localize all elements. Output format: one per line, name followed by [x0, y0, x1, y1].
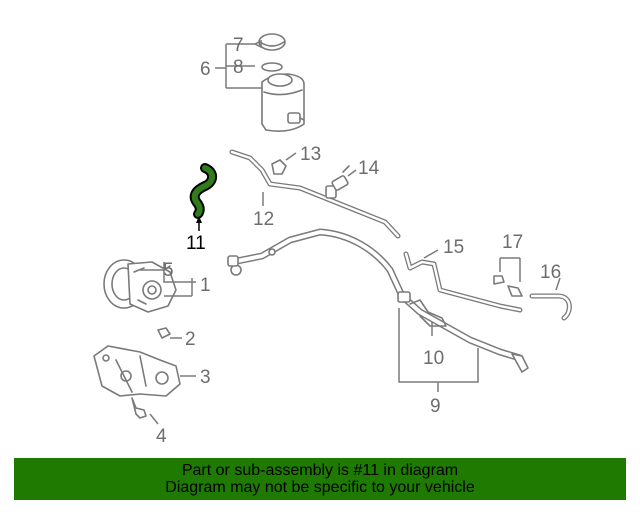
- callout-10[interactable]: 10: [423, 348, 444, 369]
- callout-14[interactable]: 14: [358, 158, 380, 179]
- callout-8[interactable]: 8: [233, 57, 244, 78]
- callout-13[interactable]: 13: [300, 144, 321, 165]
- banner-line-1: Part or sub-assembly is #11 in diagram: [181, 462, 459, 479]
- callout-6-group: 6 7 8: [200, 35, 262, 89]
- callout-6[interactable]: 6: [200, 59, 211, 80]
- pump-part-1: [103, 259, 177, 313]
- clip-part-13: [271, 159, 287, 175]
- hose-part-11[interactable]: [189, 163, 218, 219]
- fitting-part-14: [331, 165, 350, 191]
- clamp-part-17: [493, 275, 523, 297]
- pressure-hose-part-9: [227, 228, 529, 373]
- banner-line-2: Diagram may not be specific to your vehi…: [165, 479, 475, 496]
- callout-12[interactable]: 12: [253, 209, 274, 230]
- bolt-part-2: [157, 327, 171, 339]
- callout-4[interactable]: 4: [156, 426, 167, 447]
- pipe-part-12: [229, 149, 401, 239]
- callout-5[interactable]: 5: [163, 260, 174, 281]
- return-pipe-part-15: [403, 251, 523, 313]
- callout-7[interactable]: 7: [233, 35, 244, 56]
- bolt-part-4: [131, 397, 147, 419]
- bracket-part-10: [409, 299, 447, 327]
- reservoir-assembly: [258, 33, 305, 132]
- info-banner: Part or sub-assembly is #11 in diagram D…: [14, 458, 626, 500]
- callout-9[interactable]: 9: [430, 396, 441, 417]
- callout-1[interactable]: 1: [200, 275, 211, 296]
- callout-17[interactable]: 17: [502, 232, 523, 253]
- callout-15[interactable]: 15: [443, 237, 464, 258]
- callout-11[interactable]: 11: [186, 233, 206, 254]
- bracket-part-3: [93, 345, 181, 397]
- parts-diagram: 6 7 8 11 12 13 14 10: [93, 33, 572, 447]
- hose-part-16: [529, 293, 572, 321]
- callout-16[interactable]: 16: [540, 262, 561, 283]
- callout-2[interactable]: 2: [185, 329, 196, 350]
- callout-3[interactable]: 3: [200, 367, 211, 388]
